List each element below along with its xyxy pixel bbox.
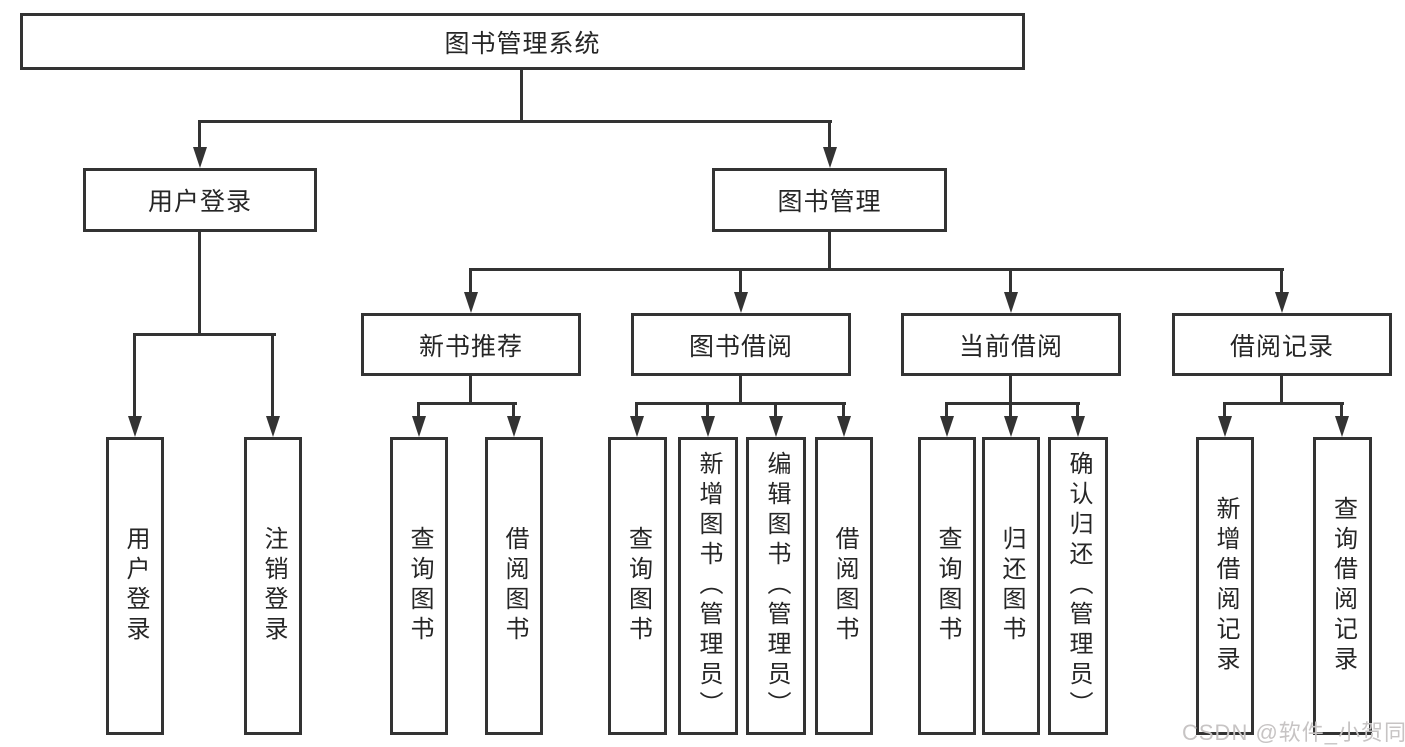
edge-borrow-shaft-1 (635, 405, 638, 418)
edge-user-login-shaft-1 (133, 336, 136, 416)
arrow-down-icon (1004, 292, 1018, 313)
edge-root-split (198, 120, 832, 123)
leaf-add-book-admin: 新增图书（管理员） (678, 437, 738, 735)
node-borrow-record: 借阅记录 (1172, 313, 1392, 376)
node-book-management-label: 图书管理 (777, 188, 882, 216)
arrow-down-icon (940, 416, 954, 437)
arrow-down-icon (823, 147, 837, 168)
arrow-down-icon (701, 416, 715, 437)
arrow-down-icon (1335, 416, 1349, 437)
arrow-down-icon (837, 416, 851, 437)
edge-user-login-split (133, 333, 276, 336)
node-new-book-recommend-label: 新书推荐 (418, 332, 523, 361)
edge-record-split (1223, 402, 1344, 405)
edge-book-management-split (469, 268, 1284, 271)
edge-current-shaft-1 (945, 405, 948, 418)
edge-current-trunk (1009, 376, 1012, 405)
leaf-return-book-label: 归还图书 (998, 526, 1025, 646)
arrow-down-icon (1071, 416, 1085, 437)
leaf-borrow-book-recommend: 借阅图书 (485, 437, 543, 735)
edge-bm-shaft-record (1280, 271, 1283, 293)
arrow-down-icon (630, 416, 644, 437)
leaf-edit-book-admin: 编辑图书（管理员） (746, 437, 806, 735)
node-new-book-recommend: 新书推荐 (361, 313, 581, 376)
arrow-down-icon (266, 416, 280, 437)
edge-borrow-trunk (739, 376, 742, 405)
arrow-down-icon (128, 416, 142, 437)
leaf-user-login: 用户登录 (106, 437, 164, 735)
leaf-return-book: 归还图书 (982, 437, 1040, 735)
edge-current-shaft-2 (1009, 405, 1012, 418)
arrow-down-icon (412, 416, 426, 437)
leaf-confirm-return-admin-label: 确认归还（管理员） (1065, 451, 1092, 721)
edge-root-shaft-user-login (198, 123, 201, 148)
edge-recommend-shaft-2 (512, 405, 515, 418)
edge-bm-shaft-current (1009, 271, 1012, 293)
edge-record-shaft-2 (1340, 405, 1343, 418)
edge-bm-shaft-recommend (469, 271, 472, 293)
arrow-down-icon (464, 292, 478, 313)
arrow-down-icon (769, 416, 783, 437)
node-root-label: 图书管理系统 (444, 29, 601, 58)
leaf-edit-book-admin-label: 编辑图书（管理员） (763, 451, 790, 721)
edge-user-login-trunk (198, 232, 201, 336)
edge-book-management-trunk (828, 232, 831, 271)
leaf-query-book-current: 查询图书 (918, 437, 976, 735)
edge-recommend-trunk (469, 376, 472, 405)
edge-borrow-shaft-4 (842, 405, 845, 418)
edge-record-trunk (1280, 376, 1283, 405)
leaf-query-book-current-label: 查询图书 (934, 526, 961, 646)
leaf-borrow-book-label: 借阅图书 (831, 526, 858, 646)
leaf-query-book-borrow-label: 查询图书 (624, 526, 652, 646)
edge-recommend-split (417, 402, 517, 405)
node-current-borrow: 当前借阅 (901, 313, 1121, 376)
edge-current-split (945, 402, 1080, 405)
arrow-down-icon (1275, 292, 1289, 313)
leaf-query-book-borrow: 查询图书 (608, 437, 667, 735)
arrow-down-icon (193, 147, 207, 168)
node-borrow-record-label: 借阅记录 (1229, 332, 1334, 361)
edge-current-shaft-3 (1076, 405, 1079, 418)
watermark: CSDN @软件_小贺同学 (1182, 720, 1405, 745)
arrow-down-icon (507, 416, 521, 437)
edge-recommend-shaft-1 (417, 405, 420, 418)
edge-borrow-split (635, 402, 846, 405)
node-user-login-label: 用户登录 (147, 188, 252, 216)
leaf-add-book-admin-label: 新增图书（管理员） (695, 451, 722, 721)
node-book-management: 图书管理 (712, 168, 947, 232)
edge-root-trunk (520, 70, 523, 123)
node-root: 图书管理系统 (20, 13, 1025, 70)
edge-bm-shaft-borrow (739, 271, 742, 293)
leaf-query-book-recommend-label: 查询图书 (406, 526, 433, 646)
edge-borrow-shaft-3 (774, 405, 777, 418)
edge-record-shaft-1 (1223, 405, 1226, 418)
leaf-borrow-book: 借阅图书 (815, 437, 873, 735)
leaf-logout: 注销登录 (244, 437, 302, 735)
arrow-down-icon (1004, 416, 1018, 437)
leaf-confirm-return-admin: 确认归还（管理员） (1048, 437, 1108, 735)
arrow-down-icon (1218, 416, 1232, 437)
leaf-borrow-book-recommend-label: 借阅图书 (501, 526, 528, 646)
leaf-query-book-recommend: 查询图书 (390, 437, 448, 735)
leaf-add-borrow-record: 新增借阅记录 (1196, 437, 1254, 735)
leaf-query-borrow-record: 查询借阅记录 (1313, 437, 1372, 735)
leaf-add-borrow-record-label: 新增借阅记录 (1212, 496, 1239, 676)
edge-user-login-shaft-2 (271, 336, 274, 416)
edge-borrow-shaft-2 (706, 405, 709, 418)
leaf-user-login-label: 用户登录 (122, 526, 149, 646)
node-current-borrow-label: 当前借阅 (958, 332, 1063, 361)
edge-root-shaft-book-management (828, 123, 831, 148)
node-book-borrow: 图书借阅 (631, 313, 851, 376)
leaf-logout-label: 注销登录 (260, 526, 287, 646)
node-user-login: 用户登录 (83, 168, 317, 232)
node-book-borrow-label: 图书借阅 (688, 332, 793, 361)
leaf-query-borrow-record-label: 查询借阅记录 (1329, 496, 1357, 676)
arrow-down-icon (734, 292, 748, 313)
